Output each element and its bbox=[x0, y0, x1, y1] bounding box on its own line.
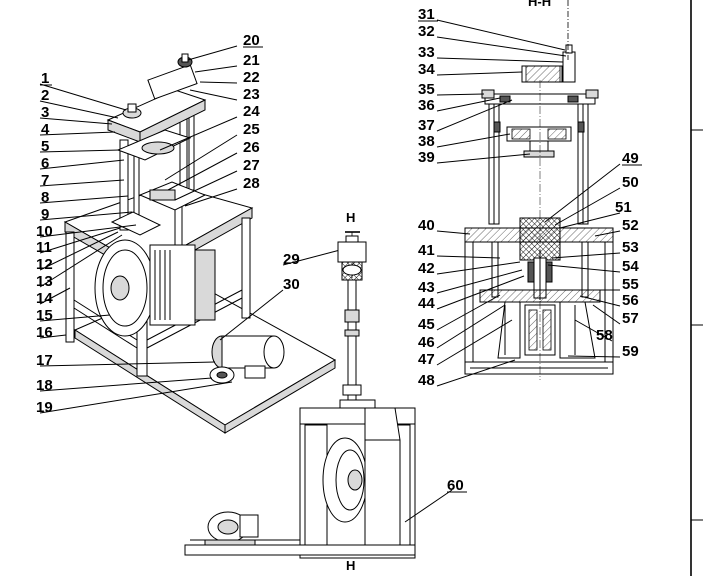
label-50: 50 bbox=[622, 174, 639, 191]
label-15: 15 bbox=[36, 307, 53, 324]
label-4: 4 bbox=[41, 121, 50, 138]
label-18: 18 bbox=[36, 377, 53, 394]
label-10: 10 bbox=[36, 223, 53, 240]
label-32: 32 bbox=[418, 23, 435, 40]
section-view-hh bbox=[464, 0, 614, 380]
label-34: 34 bbox=[418, 61, 435, 78]
label-36: 36 bbox=[418, 97, 435, 114]
section-mark-bottom: H bbox=[346, 558, 355, 573]
label-46: 46 bbox=[418, 334, 435, 351]
label-13: 13 bbox=[36, 273, 53, 290]
label-7: 7 bbox=[41, 172, 49, 189]
label-25: 25 bbox=[243, 121, 260, 138]
label-55: 55 bbox=[622, 276, 639, 293]
label-29: 29 bbox=[283, 251, 300, 268]
label-6: 6 bbox=[41, 155, 49, 172]
label-48: 48 bbox=[418, 372, 435, 389]
leader-lines-section bbox=[436, 19, 621, 387]
label-26: 26 bbox=[243, 139, 260, 156]
label-44: 44 bbox=[418, 295, 435, 312]
label-17: 17 bbox=[36, 352, 53, 369]
label-40: 40 bbox=[418, 217, 435, 234]
part-labels: 1 2 3 4 5 6 7 8 9 10 11 12 13 14 15 16 1… bbox=[36, 6, 639, 494]
label-23: 23 bbox=[243, 86, 260, 103]
label-56: 56 bbox=[622, 292, 639, 309]
label-16: 16 bbox=[36, 324, 53, 341]
section-title-hh: H-H bbox=[528, 0, 551, 9]
label-19: 19 bbox=[36, 399, 53, 416]
label-43: 43 bbox=[418, 279, 435, 296]
label-2: 2 bbox=[41, 87, 49, 104]
label-33: 33 bbox=[418, 44, 435, 61]
label-53: 53 bbox=[622, 239, 639, 256]
label-47: 47 bbox=[418, 351, 435, 368]
section-mark-top: H bbox=[346, 210, 355, 225]
label-57: 57 bbox=[622, 310, 639, 327]
isometric-view bbox=[63, 53, 337, 434]
label-5: 5 bbox=[41, 138, 49, 155]
label-60: 60 bbox=[447, 477, 464, 494]
label-59: 59 bbox=[622, 343, 639, 360]
label-8: 8 bbox=[41, 189, 49, 206]
section-labels: H-H H H bbox=[346, 0, 551, 573]
label-51: 51 bbox=[615, 199, 632, 216]
label-27: 27 bbox=[243, 157, 260, 174]
front-view bbox=[184, 231, 416, 559]
label-1: 1 bbox=[41, 70, 49, 87]
label-28: 28 bbox=[243, 175, 260, 192]
label-24: 24 bbox=[243, 103, 260, 120]
label-14: 14 bbox=[36, 290, 53, 307]
label-20: 20 bbox=[243, 32, 260, 49]
label-41: 41 bbox=[418, 242, 435, 259]
label-58: 58 bbox=[596, 327, 613, 344]
label-49: 49 bbox=[622, 150, 639, 167]
label-54: 54 bbox=[622, 258, 639, 275]
label-underlines bbox=[40, 20, 642, 493]
label-52: 52 bbox=[622, 217, 639, 234]
label-3: 3 bbox=[41, 104, 49, 121]
label-45: 45 bbox=[418, 316, 435, 333]
label-39: 39 bbox=[418, 149, 435, 166]
label-9: 9 bbox=[41, 206, 49, 223]
label-38: 38 bbox=[418, 133, 435, 150]
leader-lines-iso bbox=[39, 45, 341, 414]
label-22: 22 bbox=[243, 69, 260, 86]
label-30: 30 bbox=[283, 276, 300, 293]
page-border bbox=[690, 0, 703, 576]
label-21: 21 bbox=[243, 52, 260, 69]
label-12: 12 bbox=[36, 256, 53, 273]
label-42: 42 bbox=[418, 260, 435, 277]
leader-lines-front bbox=[404, 489, 453, 523]
label-11: 11 bbox=[36, 239, 52, 256]
label-35: 35 bbox=[418, 81, 435, 98]
label-37: 37 bbox=[418, 117, 435, 134]
label-31: 31 bbox=[418, 6, 435, 23]
